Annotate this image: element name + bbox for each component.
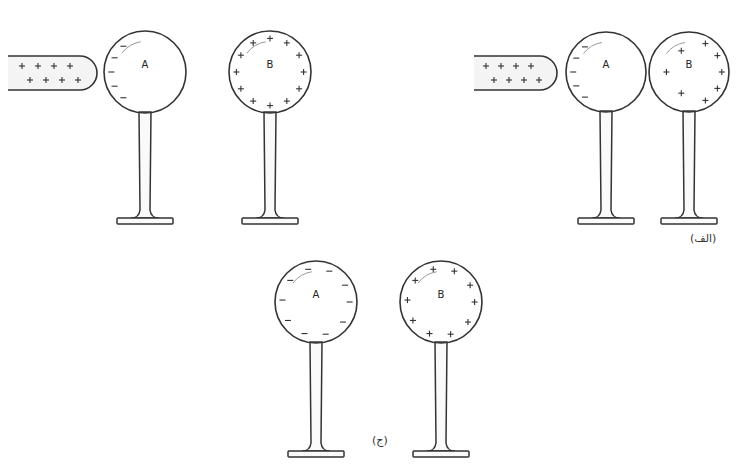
sphere-outline xyxy=(399,260,483,344)
sphere-outline xyxy=(103,30,187,114)
sphere-outline xyxy=(648,31,730,113)
sphere-letter: B xyxy=(648,59,730,70)
conducting-sphere: A xyxy=(565,31,647,113)
insulating-stands xyxy=(117,111,717,457)
charged-rod xyxy=(8,56,557,90)
sphere-letter: B xyxy=(228,59,312,70)
sphere-letter: A xyxy=(103,59,187,70)
sphere-letter: A xyxy=(274,289,358,300)
sphere-outline xyxy=(274,260,358,344)
sphere-letter: B xyxy=(399,289,483,300)
charge-signs xyxy=(19,35,725,337)
conducting-sphere: A xyxy=(274,260,358,344)
conducting-sphere: B xyxy=(228,30,312,114)
conducting-sphere: B xyxy=(648,31,730,113)
panel-label: (ج) xyxy=(372,434,388,447)
sphere-outline xyxy=(565,31,647,113)
conducting-sphere: B xyxy=(399,260,483,344)
sphere-outline xyxy=(228,30,312,114)
panel-label: (الف) xyxy=(690,232,716,245)
sphere-letter: A xyxy=(565,59,647,70)
conducting-sphere: A xyxy=(103,30,187,114)
